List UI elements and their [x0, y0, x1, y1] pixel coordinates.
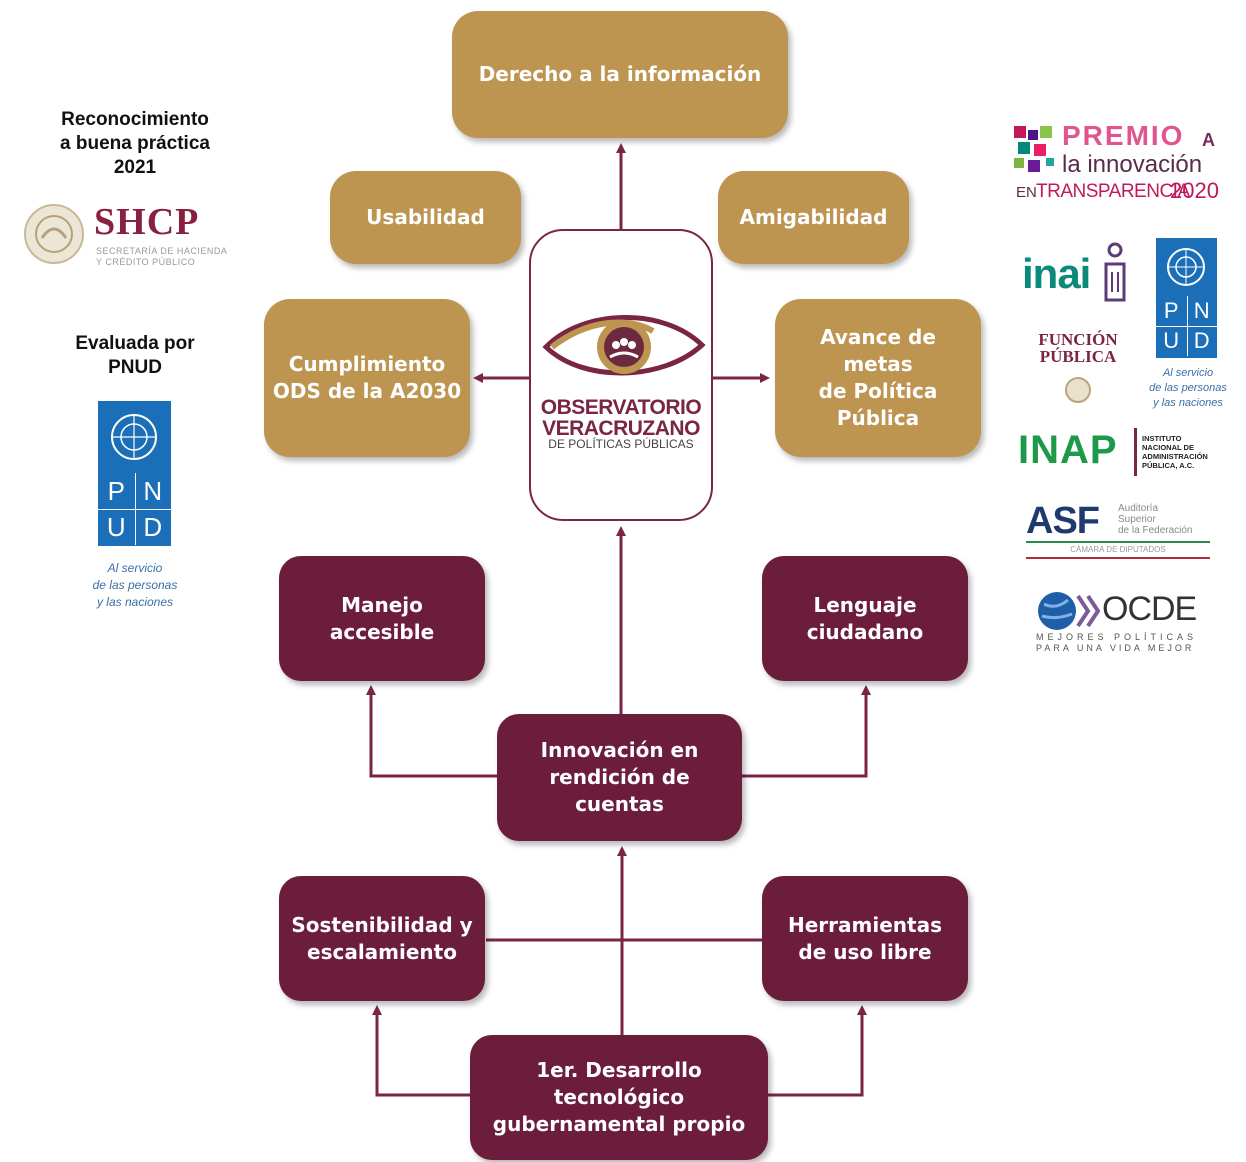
pixel-mosaic-icon [1014, 126, 1054, 172]
premio-word: PREMIO [1062, 120, 1185, 151]
shcp-name: SHCP [94, 201, 200, 243]
ocde-logo: OCDE [1102, 590, 1197, 628]
node-usabilidad: Usabilidad [330, 171, 521, 264]
pnud-r-letter-d: D [1193, 328, 1210, 353]
pnud-logo-right: P N U D [1156, 238, 1217, 358]
recognition-title: Reconocimiento a buena práctica 2021 [60, 109, 210, 178]
asf-chamber: CÁMARA DE DIPUTADOS [1070, 545, 1166, 554]
inai-figure-icon [1104, 242, 1126, 302]
inap-logo: INAP [1018, 428, 1118, 472]
node-manejo-accesible: Manejo accesible [279, 556, 485, 681]
pnud-tagline-right: Al servicio de las personas y las nacion… [1149, 367, 1227, 409]
pnud-r-letter-n: N [1186, 296, 1217, 327]
premio-logo: PREMIO A la innovación EN TRANSPARENCIA … [1010, 118, 1228, 210]
pnud-letter-n: N [134, 473, 171, 510]
premio-year: 2020 [1170, 178, 1219, 203]
seal-icon [24, 204, 84, 264]
funcion-publica-1: FUNCIÓN [1038, 330, 1118, 349]
node-cumplimiento-ods: Cumplimiento ODS de la A2030 [264, 299, 470, 457]
funcion-seal-icon [1065, 377, 1091, 403]
asf-rule-bottom [1026, 557, 1210, 559]
pnud-letter-u: U [98, 509, 136, 545]
observatorio-logo: OBSERVATORIO VERACRUZANO DE POLÍTICAS PÚ… [529, 229, 713, 521]
asf-rule [1026, 541, 1210, 543]
ocde-chevrons-icon [1076, 594, 1101, 628]
pnud-r-letter-u: U [1156, 326, 1188, 356]
pnud-letter-p: P [98, 473, 136, 510]
pnud-r-letter-p: P [1156, 296, 1188, 327]
node-desarrollo-tecnologico: 1er. Desarrollo tecnológico gubernamenta… [470, 1035, 768, 1160]
funcion-publica-2: PÚBLICA [1039, 347, 1117, 366]
ocde-sub-1: MEJORES POLÍTICAS [1036, 632, 1198, 642]
evaluated-title: Evaluada por PNUD [75, 333, 195, 378]
node-derecho-informacion: Derecho a la información [452, 11, 788, 138]
premio-a: A [1202, 130, 1215, 150]
inap-subtitle: INSTITUTO NACIONAL DE ADMINISTRACIÓN PÚB… [1142, 434, 1208, 470]
node-herramientas: Herramientas de uso libre [762, 876, 968, 1001]
node-lenguaje-ciudadano: Lenguaje ciudadano [762, 556, 968, 681]
node-amigabilidad: Amigabilidad [718, 171, 909, 264]
eye-icon [542, 315, 706, 376]
shcp-sub-2: Y CRÉDITO PÚBLICO [96, 257, 196, 267]
node-sostenibilidad: Sostenibilidad y escalamiento [279, 876, 485, 1001]
arrow-to-lenguaje [742, 685, 871, 778]
shcp-logo: SHCP SECRETARÍA DE HACIENDA Y CRÉDITO PÚ… [22, 200, 248, 268]
inai-logo: inai [1022, 250, 1091, 297]
asf-logo: ASF [1026, 500, 1100, 542]
premio-innovacion: la innovación [1062, 151, 1203, 178]
logo-line-1: OBSERVATORIO [540, 396, 702, 419]
node-avance-metas: Avance de metas de Política Pública [775, 299, 981, 457]
logo-line-3: DE POLÍTICAS PÚBLICAS [548, 437, 694, 451]
arrow-to-herramientas [768, 1005, 867, 1097]
un-emblem-icon-right [1167, 248, 1205, 286]
shcp-sub-1: SECRETARÍA DE HACIENDA [96, 246, 228, 256]
pnud-tagline-left: Al servicio de las personas y las nacion… [92, 561, 178, 609]
ocde-sub-2: PARA UNA VIDA MEJOR [1036, 643, 1195, 653]
un-emblem-icon [111, 414, 157, 460]
pnud-letter-d: D [143, 511, 163, 542]
node-innovacion: Innovación en rendición de cuentas [497, 714, 742, 841]
inap-divider [1134, 428, 1137, 476]
globe-icon [1038, 592, 1076, 630]
premio-transparencia: TRANSPARENCIA [1036, 181, 1190, 202]
premio-en: EN [1016, 184, 1037, 201]
logo-line-2: VERACRUZANO [542, 417, 700, 440]
arrow-to-manejo [366, 685, 497, 778]
pnud-logo-left: P N U D [98, 401, 171, 546]
asf-subtitle: Auditoría Superior de la Federación [1118, 503, 1193, 536]
arrow-to-sostenibilidad [372, 1005, 470, 1097]
